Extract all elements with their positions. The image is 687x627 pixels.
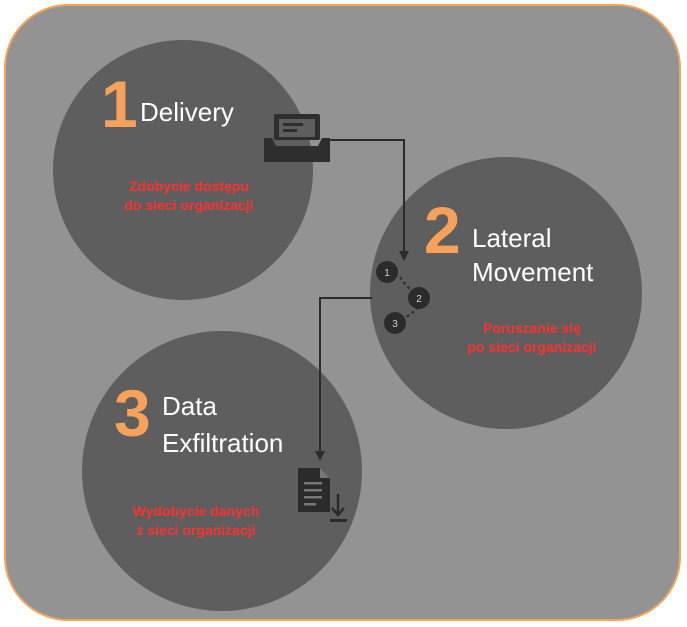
path-step-1 — [376, 261, 398, 283]
stage-1-description-line2: do sieci organizacji — [124, 197, 253, 213]
stage-3-circle — [82, 331, 362, 611]
stage-2-title-line2: Movement — [472, 257, 594, 287]
connector-arrow-1-to-2 — [326, 139, 409, 261]
stage-1-circle — [53, 40, 313, 300]
path-step-1-label: 1 — [384, 268, 390, 279]
path-step-3-label: 3 — [392, 319, 398, 330]
stage-3-title-line2: Exfiltration — [162, 428, 283, 458]
stage-1-title: Delivery — [140, 97, 234, 127]
stage-2-description-line2: po sieci organizacji — [467, 339, 596, 355]
path-step-3 — [384, 312, 406, 334]
stage-2-description-line1: Poruszanie się — [483, 320, 581, 336]
stage-2-title-line1: Lateral — [472, 223, 552, 253]
stage-3-description-line1: Wydobycie danych — [133, 503, 260, 519]
stage-2-circle — [370, 157, 642, 429]
inbox-tray-icon — [264, 114, 330, 162]
numbered-path-icon: 1 2 3 — [376, 261, 430, 334]
path-step-2-label: 2 — [416, 294, 422, 305]
diagram-frame: 1 Delivery Zdobycie dostępu do sieci org… — [4, 4, 681, 621]
attack-stages-diagram: 1 Delivery Zdobycie dostępu do sieci org… — [53, 40, 642, 611]
stage-1-number: 1 — [101, 67, 138, 141]
stage-3-description-line2: z sieci organizacji — [136, 522, 255, 538]
document-download-icon — [298, 468, 347, 522]
stage-2-number: 2 — [424, 193, 461, 267]
connector-arrow-2-to-3 — [315, 297, 372, 461]
stage-3-title-line1: Data — [162, 391, 217, 421]
path-step-2 — [408, 287, 430, 309]
stage-3-number: 3 — [114, 376, 151, 450]
stage-1-description-line1: Zdobycie dostępu — [129, 178, 249, 194]
